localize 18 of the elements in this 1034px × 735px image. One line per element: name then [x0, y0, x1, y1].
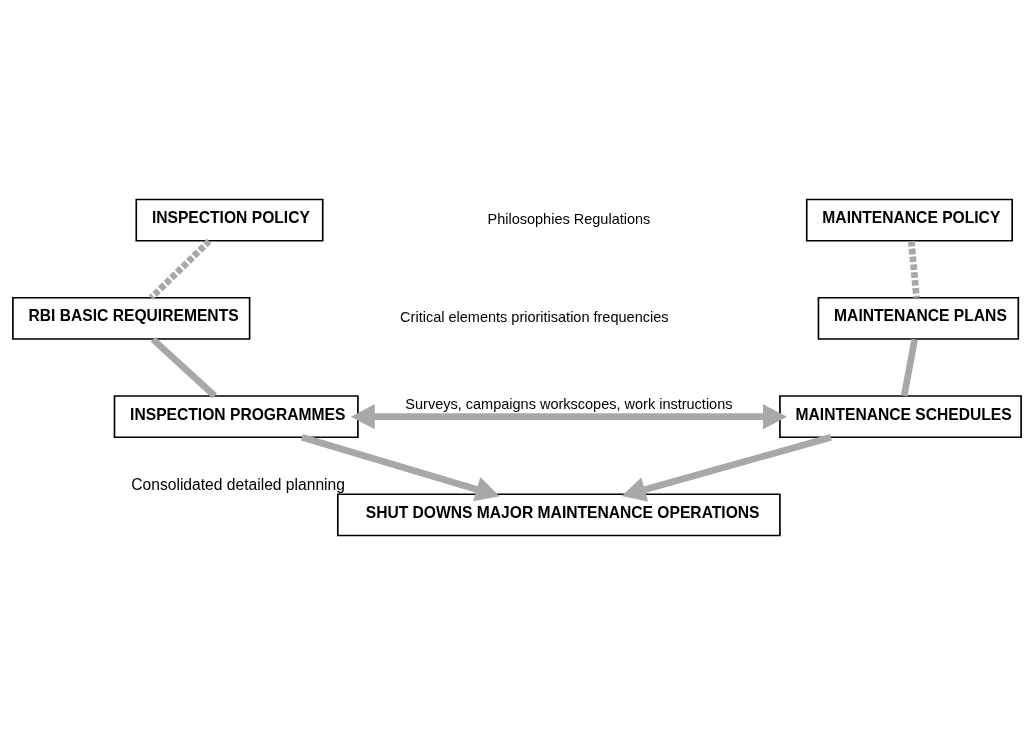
node-label: Consolidated detailed planning — [131, 475, 345, 493]
connector — [900, 338, 918, 397]
label: Philosophies Regulations — [487, 210, 651, 227]
node-box: INSPECTION PROGRAMMES — [113, 395, 359, 439]
node-box: MAINTENANCE PLANS — [817, 296, 1020, 340]
connector — [150, 336, 218, 399]
arrow — [350, 404, 787, 430]
edge-label: Surveys, campaigns workscopes, work instructions — [405, 396, 733, 413]
connector — [148, 238, 212, 301]
arrow — [300, 434, 500, 502]
node-box: SHUT DOWNS MAJOR MAINTENANCE OPERATIONS — [336, 493, 781, 537]
node-box: INSPECTION POLICY — [135, 198, 324, 242]
arrow — [621, 434, 832, 502]
connector — [907, 240, 920, 299]
node-box: MAINTENANCE SCHEDULES — [779, 395, 1022, 439]
node-box: RBI BASIC REQUIREMENTS — [12, 296, 251, 340]
label: Critical elements prioritisation frequencies — [400, 309, 669, 326]
node-box: MAINTENANCE POLICY — [805, 198, 1013, 242]
